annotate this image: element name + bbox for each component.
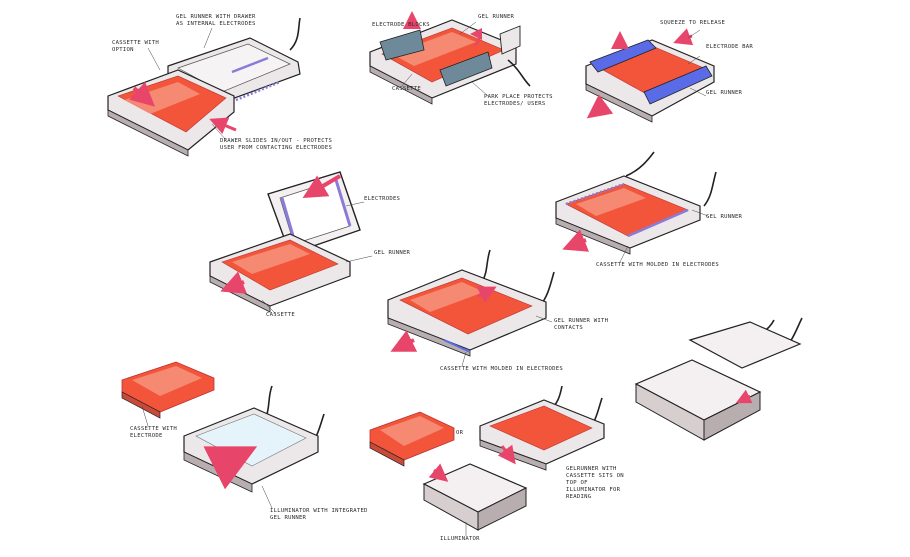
label-s8-gelrunner: GELRUNNER WITH CASSETTE SITS ON TOP OF I… <box>566 466 624 500</box>
sketch-runner-contacts <box>387 249 555 367</box>
label-s8-illuminator: ILLUMINATOR <box>440 536 480 542</box>
sketch-drawer-runner <box>107 17 301 157</box>
label-s4-cassette: CASSETTE <box>266 312 295 318</box>
label-s2-gel-runner: GEL RUNNER <box>478 14 515 20</box>
label-s4-electrodes: ELECTRODES <box>364 196 401 202</box>
label-s5-cassette: CASSETTE WITH MOLDED IN ELECTRODES <box>596 262 720 268</box>
sketch-closed-box <box>634 317 803 441</box>
label-s7-cassette: CASSETTE WITH ELECTRODE <box>130 426 178 439</box>
sketch-hinged-lid <box>209 171 373 315</box>
label-s6-gel-runner: GEL RUNNER WITH CONTACTS <box>554 318 609 331</box>
label-s2-park-place: PARK PLACE PROTECTS ELECTRODES/ USERS <box>484 94 553 107</box>
label-s5-gel-runner: GEL RUNNER <box>706 214 743 220</box>
label-s3-squeeze: SQUEEZE TO RELEASE <box>660 20 726 26</box>
sketch-illuminator-runner <box>121 361 325 509</box>
label-s1-drawer: DRAWER SLIDES IN/OUT - PROTECTS USER FRO… <box>220 138 333 151</box>
label-s1-cassette: CASSETTE WITH OPTION <box>112 40 160 53</box>
label-s1-gel-runner: GEL RUNNER WITH DRAWER AS INTERNAL ELECT… <box>176 14 256 27</box>
sketch-electrode-blocks <box>369 11 531 105</box>
label-s3-electrode-bar: ELECTRODE BAR <box>706 44 754 50</box>
label-s2-electrode-blocks: ELECTRODE BLOCKS <box>372 22 430 28</box>
label-s4-gel-runner: GEL RUNNER <box>374 250 411 256</box>
label-s7-illuminator: ILLUMINATOR WITH INTEGRATED GEL RUNNER <box>270 508 368 521</box>
label-s8-or: OR <box>456 430 464 436</box>
label-s6-cassette: CASSETTE WITH MOLDED IN ELECTRODES <box>440 366 564 372</box>
sketch-runner-on-illuminator <box>369 385 605 536</box>
sketch-electrode-bar <box>585 28 715 123</box>
sketch-molded-right <box>555 151 717 263</box>
label-s2-cassette: CASSETTE <box>392 86 421 92</box>
label-s3-gel-runner: GEL RUNNER <box>706 90 743 96</box>
